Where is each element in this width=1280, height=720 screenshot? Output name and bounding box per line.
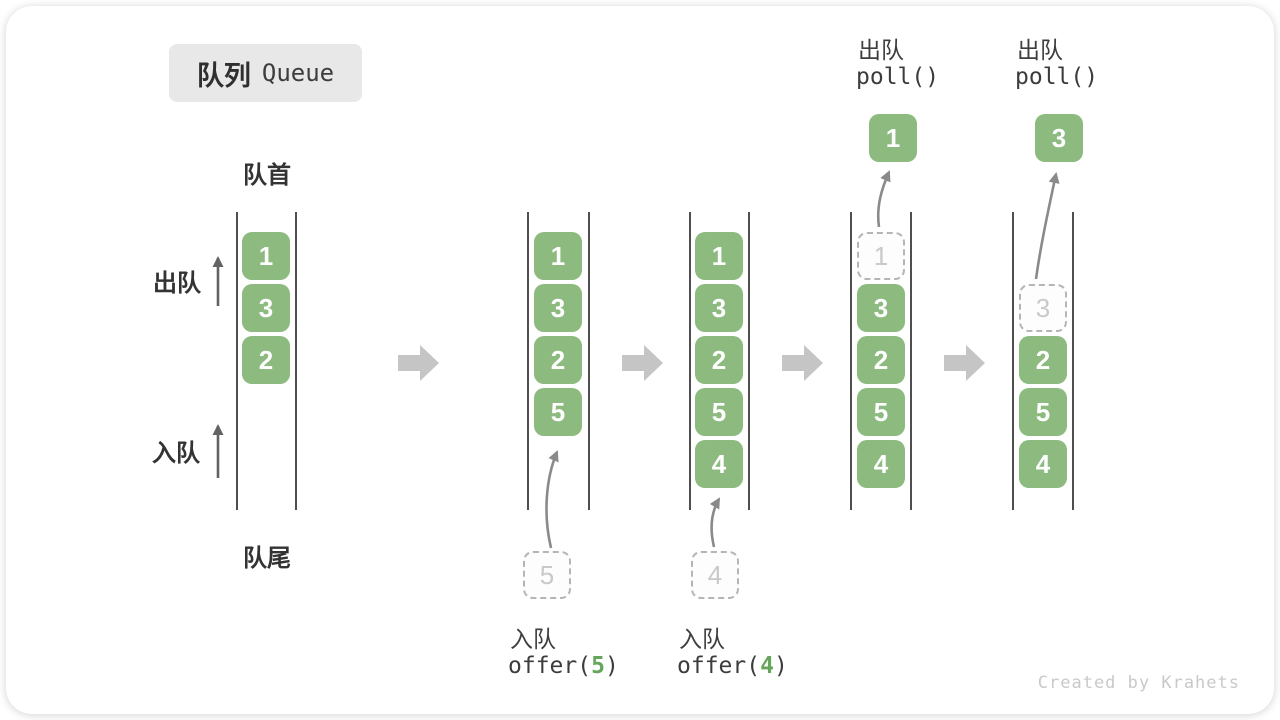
queue5-left-wall [1012, 212, 1014, 510]
queue-cell: 2 [242, 336, 290, 384]
dequeued-result-cell: 3 [1035, 114, 1083, 162]
queue-ghost-cell: 3 [1019, 284, 1067, 332]
queue3-left-wall [689, 212, 691, 510]
queue-cell: 5 [857, 388, 905, 436]
dequeue-op-code: poll() [1015, 64, 1099, 90]
queue5-right-wall [1072, 212, 1074, 510]
label-queue-front: 队首 [243, 162, 291, 189]
queue1-right-wall [295, 212, 297, 510]
enqueue-arg: 5 [591, 653, 605, 679]
queue-cell: 5 [1019, 388, 1067, 436]
queue-cell: 4 [857, 440, 905, 488]
title-en: Queue [261, 59, 335, 87]
queue-cell: 2 [1019, 336, 1067, 384]
queue-cell: 1 [695, 232, 743, 280]
title-box: 队列 Queue [169, 44, 362, 102]
pending-enqueue-cell: 5 [523, 551, 571, 599]
queue4-right-wall [910, 212, 912, 510]
title-zh: 队列 [196, 60, 251, 91]
queue-cell: 5 [695, 388, 743, 436]
queue4-left-wall [850, 212, 852, 510]
step-arrow-icon [782, 345, 823, 381]
queue-cell: 4 [695, 440, 743, 488]
queue-cell: 3 [857, 284, 905, 332]
enqueue-op-code: offer(5) [508, 653, 619, 679]
queue-cell: 2 [857, 336, 905, 384]
queue2-right-wall [588, 212, 590, 510]
label-enqueue-side: 入队 [152, 440, 200, 467]
pending-enqueue-cell: 4 [691, 551, 739, 599]
watermark: Created by Krahets [1037, 673, 1240, 693]
queue-cell: 1 [534, 232, 582, 280]
queue-cell: 4 [1019, 440, 1067, 488]
step-arrow-icon [944, 345, 985, 381]
queue-cell: 1 [242, 232, 290, 280]
queue3-right-wall [748, 212, 750, 510]
label-dequeue-side: 出队 [153, 270, 201, 297]
queue-cell: 3 [242, 284, 290, 332]
step-arrow-icon [622, 345, 663, 381]
dequeue-op-code: poll() [856, 64, 940, 90]
queue-cell: 3 [534, 284, 582, 332]
queue-cell: 3 [695, 284, 743, 332]
dequeue-op-label: 出队 [858, 37, 904, 63]
queue-ghost-cell: 1 [857, 232, 905, 280]
enqueue-op-label: 入队 [679, 626, 725, 652]
enqueue-op-label: 入队 [510, 626, 556, 652]
queue-cell: 5 [534, 388, 582, 436]
label-queue-rear: 队尾 [243, 545, 291, 572]
enqueue-op-code: offer(4) [677, 653, 788, 679]
queue-cell: 2 [534, 336, 582, 384]
dequeued-result-cell: 1 [869, 114, 917, 162]
step-arrow-icon [398, 345, 439, 381]
queue-cell: 2 [695, 336, 743, 384]
queue1-left-wall [236, 212, 238, 510]
dequeue-op-label: 出队 [1017, 37, 1063, 63]
queue2-left-wall [527, 212, 529, 510]
enqueue-arg: 4 [760, 653, 774, 679]
